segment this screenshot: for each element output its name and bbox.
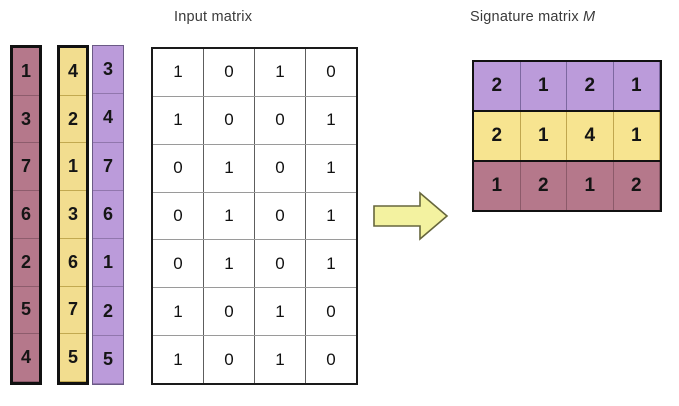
permutation-column-rose: 1 3 7 6 2 5 4 (10, 45, 42, 385)
permutation-cell: 7 (93, 142, 123, 191)
signature-matrix-cell: 1 (567, 162, 614, 210)
input-matrix-cell: 1 (153, 288, 204, 336)
table-row: 0 1 0 1 (153, 240, 356, 289)
signature-matrix-cell: 1 (520, 62, 567, 110)
input-matrix-cell: 1 (255, 336, 306, 384)
input-matrix-cell: 1 (153, 336, 204, 384)
input-matrix-cell: 0 (326, 62, 336, 82)
permutation-cell: 2 (60, 95, 86, 144)
permutation-cell: 1 (13, 48, 39, 96)
permutation-cell: 2 (13, 238, 39, 287)
signature-matrix-row-yellow: 2 1 4 1 (474, 112, 660, 162)
signature-matrix-cell: 2 (567, 62, 614, 110)
input-matrix: 1 0 1 0 1 0 0 1 0 1 0 1 0 1 0 1 0 1 0 1 … (151, 47, 358, 385)
permutation-cell: 3 (13, 95, 39, 144)
signature-matrix-cell: 2 (613, 162, 660, 210)
input-matrix-cell: 1 (153, 49, 204, 96)
input-matrix-cell: 0 (204, 49, 255, 96)
permutation-cell: 7 (13, 143, 39, 192)
input-matrix-cell: 1 (326, 253, 336, 273)
permutation-cell: 4 (93, 94, 123, 143)
signature-matrix-row-rose: 1 2 1 2 (474, 162, 660, 210)
input-matrix-cell: 0 (204, 336, 255, 384)
input-matrix-cell: 0 (326, 349, 336, 369)
signature-matrix-cell: 2 (520, 162, 567, 210)
permutation-cell: 3 (60, 191, 86, 239)
right-arrow-icon (373, 191, 449, 241)
input-matrix-cell: 0 (204, 288, 255, 336)
signature-matrix-cell: 2 (474, 62, 521, 110)
signature-matrix-cell: 2 (474, 112, 521, 160)
permutation-cell: 7 (60, 286, 86, 335)
input-matrix-cell: 1 (204, 144, 255, 192)
input-matrix-cell: 0 (326, 301, 336, 321)
permutation-cell: 3 (93, 46, 123, 95)
permutation-cell: 2 (93, 287, 123, 336)
signature-matrix-cell: 1 (474, 162, 521, 210)
signature-matrix-cell: 1 (613, 112, 660, 160)
input-matrix-cell: 0 (255, 192, 306, 240)
permutation-cell: 5 (93, 335, 123, 384)
signature-matrix-cell: 1 (520, 112, 567, 160)
input-matrix-cell: 0 (153, 144, 204, 192)
input-matrix-cell: 0 (255, 240, 306, 288)
permutation-cell: 6 (13, 191, 39, 239)
input-matrix-cell: 1 (326, 206, 336, 225)
table-row: 0 1 0 1 (153, 192, 356, 241)
table-row: 1 0 1 0 (153, 49, 356, 97)
table-row: 0 1 0 1 (153, 144, 356, 193)
input-matrix-cell: 1 (153, 96, 204, 144)
permutation-cell: 5 (60, 334, 86, 383)
permutation-cell: 4 (60, 48, 86, 96)
permutation-column-purple: 3 4 7 6 1 2 5 (92, 45, 124, 385)
table-row: 1 0 1 0 (153, 288, 356, 337)
input-matrix-cell: 0 (204, 96, 255, 144)
input-matrix-cell: 1 (326, 110, 336, 130)
signature-matrix-cell: 1 (613, 62, 660, 110)
input-matrix-cell: 1 (204, 240, 255, 288)
permutation-cell: 6 (60, 238, 86, 287)
permutation-column-yellow: 4 2 1 3 6 7 5 (57, 45, 89, 385)
input-matrix-cell: 1 (204, 192, 255, 240)
signature-matrix-title-text: Signature matrix (470, 9, 579, 25)
signature-matrix-row-purple: 2 1 2 1 (474, 62, 660, 112)
signature-matrix-cell: 4 (567, 112, 614, 160)
permutation-cell: 4 (13, 334, 39, 383)
input-matrix-title-text: Input matrix (174, 9, 253, 25)
signature-matrix-title-symbol: M (583, 9, 596, 25)
table-row: 1 0 1 0 (153, 336, 356, 384)
input-matrix-title: Input matrix (174, 9, 252, 25)
signature-matrix: 2 1 2 1 2 1 4 1 1 2 1 2 (472, 60, 662, 212)
input-matrix-cell: 1 (326, 158, 336, 178)
input-matrix-cell: 0 (255, 96, 306, 144)
table-row: 1 0 0 1 (153, 96, 356, 145)
input-matrix-cell: 1 (255, 49, 306, 96)
signature-matrix-title: Signature matrix M (470, 9, 595, 25)
permutation-cell: 6 (93, 190, 123, 240)
permutation-cell: 1 (93, 239, 123, 288)
permutation-cell: 1 (60, 143, 86, 192)
input-matrix-cell: 0 (255, 144, 306, 192)
input-matrix-cell: 0 (153, 192, 204, 240)
input-matrix-cell: 1 (255, 288, 306, 336)
input-matrix-cell: 0 (153, 240, 204, 288)
permutation-cell: 5 (13, 286, 39, 335)
